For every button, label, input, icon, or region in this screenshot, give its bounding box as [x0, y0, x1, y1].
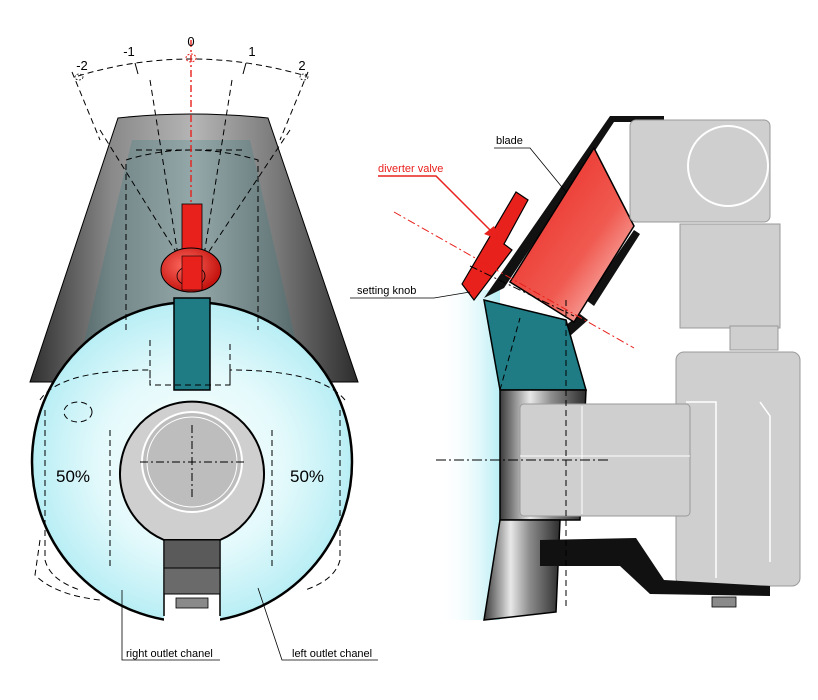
side-mount-foot	[711, 596, 737, 608]
mount-foot	[175, 597, 209, 609]
blade	[508, 146, 635, 324]
left-share-percent: 50%	[56, 467, 90, 486]
left-outlet-leader	[257, 587, 378, 661]
scale-tick-plus-1: 1	[248, 44, 255, 59]
scale-tick-marks	[134, 62, 247, 75]
blade-axis-line	[469, 265, 575, 317]
scale-tick-minus-2: -2	[76, 58, 88, 73]
right-share-percent: 50%	[290, 467, 324, 486]
scale-zero-marker	[185, 53, 197, 63]
camera-flash-neck	[679, 223, 781, 329]
side-view: blade diverter valve setting knob	[350, 116, 801, 621]
blade-leader	[494, 147, 567, 193]
outlet-housing-outline	[484, 116, 664, 298]
base-plate	[540, 538, 770, 596]
scale-tick-minus-1: -1	[123, 44, 135, 59]
camera-body	[675, 351, 801, 587]
right-outlet-leader	[121, 590, 220, 661]
scale-end-markers	[74, 73, 309, 81]
setting-knob-label: setting knob	[357, 285, 416, 297]
left-outlet-label: left outlet chanel	[292, 648, 372, 660]
diverter-valve-label: diverter valve	[378, 163, 443, 175]
mount-block-lower	[163, 567, 221, 595]
diverter-leader	[378, 175, 493, 233]
front-view: -2 -1 0 1 2 50% 50% right outlet chanel …	[29, 34, 378, 661]
right-outlet-label: right outlet chanel	[126, 648, 213, 660]
scale-tick-0: 0	[187, 34, 194, 49]
center-channel	[173, 297, 211, 391]
side-glow	[440, 290, 500, 620]
adjustment-scale-arc	[77, 58, 307, 77]
setting-knob-leader	[350, 291, 471, 299]
lens-crosshair	[140, 425, 244, 500]
blade-label: blade	[496, 135, 523, 147]
scale-tick-plus-2: 2	[298, 58, 305, 73]
valve-axis-line	[393, 211, 635, 349]
diverter-arrowhead	[484, 226, 500, 240]
diverter-valve	[461, 191, 529, 301]
mount-block-upper	[163, 539, 221, 569]
